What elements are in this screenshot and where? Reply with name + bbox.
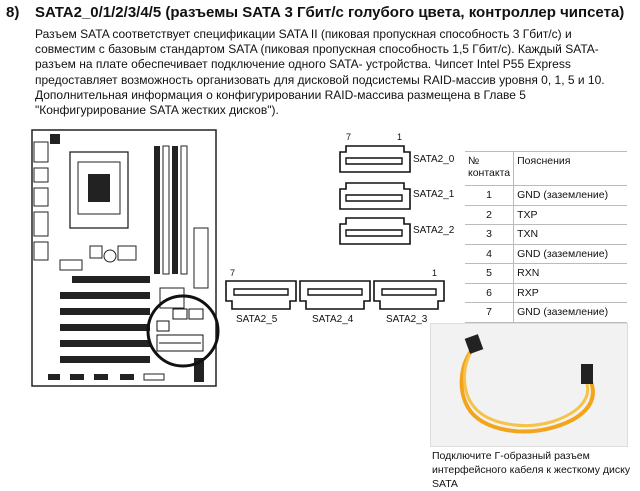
header-description: Пояснения (513, 151, 627, 186)
pin-description: TXP (513, 204, 627, 225)
pin-label-7-bottom: 7 (230, 268, 236, 278)
pin-number: 7 (465, 302, 515, 323)
label-sata2-5: SATA2_5 (236, 314, 278, 325)
pin-number: 4 (465, 243, 515, 264)
pin-description: RXN (513, 263, 627, 284)
table-header-row: № контакта Пояснения (465, 151, 627, 186)
label-sata2-2: SATA2_2 (413, 225, 455, 236)
pin-description: TXN (513, 224, 627, 245)
label-sata2-1: SATA2_1 (413, 189, 455, 200)
label-sata2-4: SATA2_4 (312, 314, 354, 325)
section-title: SATA2_0/1/2/3/4/5 (разъемы SATA 3 Гбит/с… (35, 4, 625, 21)
label-sata2-3: SATA2_3 (386, 314, 428, 325)
label-sata2-0: SATA2_0 (413, 154, 455, 165)
pin-label-1: 1 (397, 132, 403, 142)
pin-number: 3 (465, 224, 515, 245)
pin-description: GND (заземление) (513, 243, 627, 264)
highlight-circle (146, 294, 220, 368)
pin-number: 6 (465, 282, 515, 303)
motherboard-diagram (31, 129, 217, 387)
sata-connector-4 (299, 280, 371, 310)
pin-label-1-bottom: 1 (432, 268, 438, 278)
sata-connector-0 (339, 145, 411, 173)
sata-connector-3 (373, 280, 445, 310)
section-number: 8) (6, 4, 20, 21)
pin-description: RXP (513, 282, 627, 303)
pin-number: 2 (465, 204, 515, 225)
photo-caption: Подключите Г-образный разъем интерфейсно… (432, 450, 631, 490)
pin-description: GND (заземление) (513, 185, 627, 206)
pin-label-7: 7 (346, 132, 352, 142)
header-pin-number: № контакта (465, 151, 515, 186)
pin-number: 5 (465, 263, 515, 284)
sata-connector-2 (339, 217, 411, 245)
pin-description: GND (заземление) (513, 302, 627, 323)
sata-cable-photo (430, 323, 628, 447)
sata-connector-1 (339, 182, 411, 210)
sata-cable-image (459, 334, 595, 434)
pin-number: 1 (465, 185, 515, 206)
section-paragraph: Разъем SATA соответствует спецификации S… (35, 27, 605, 118)
sata-connector-5 (225, 280, 297, 310)
